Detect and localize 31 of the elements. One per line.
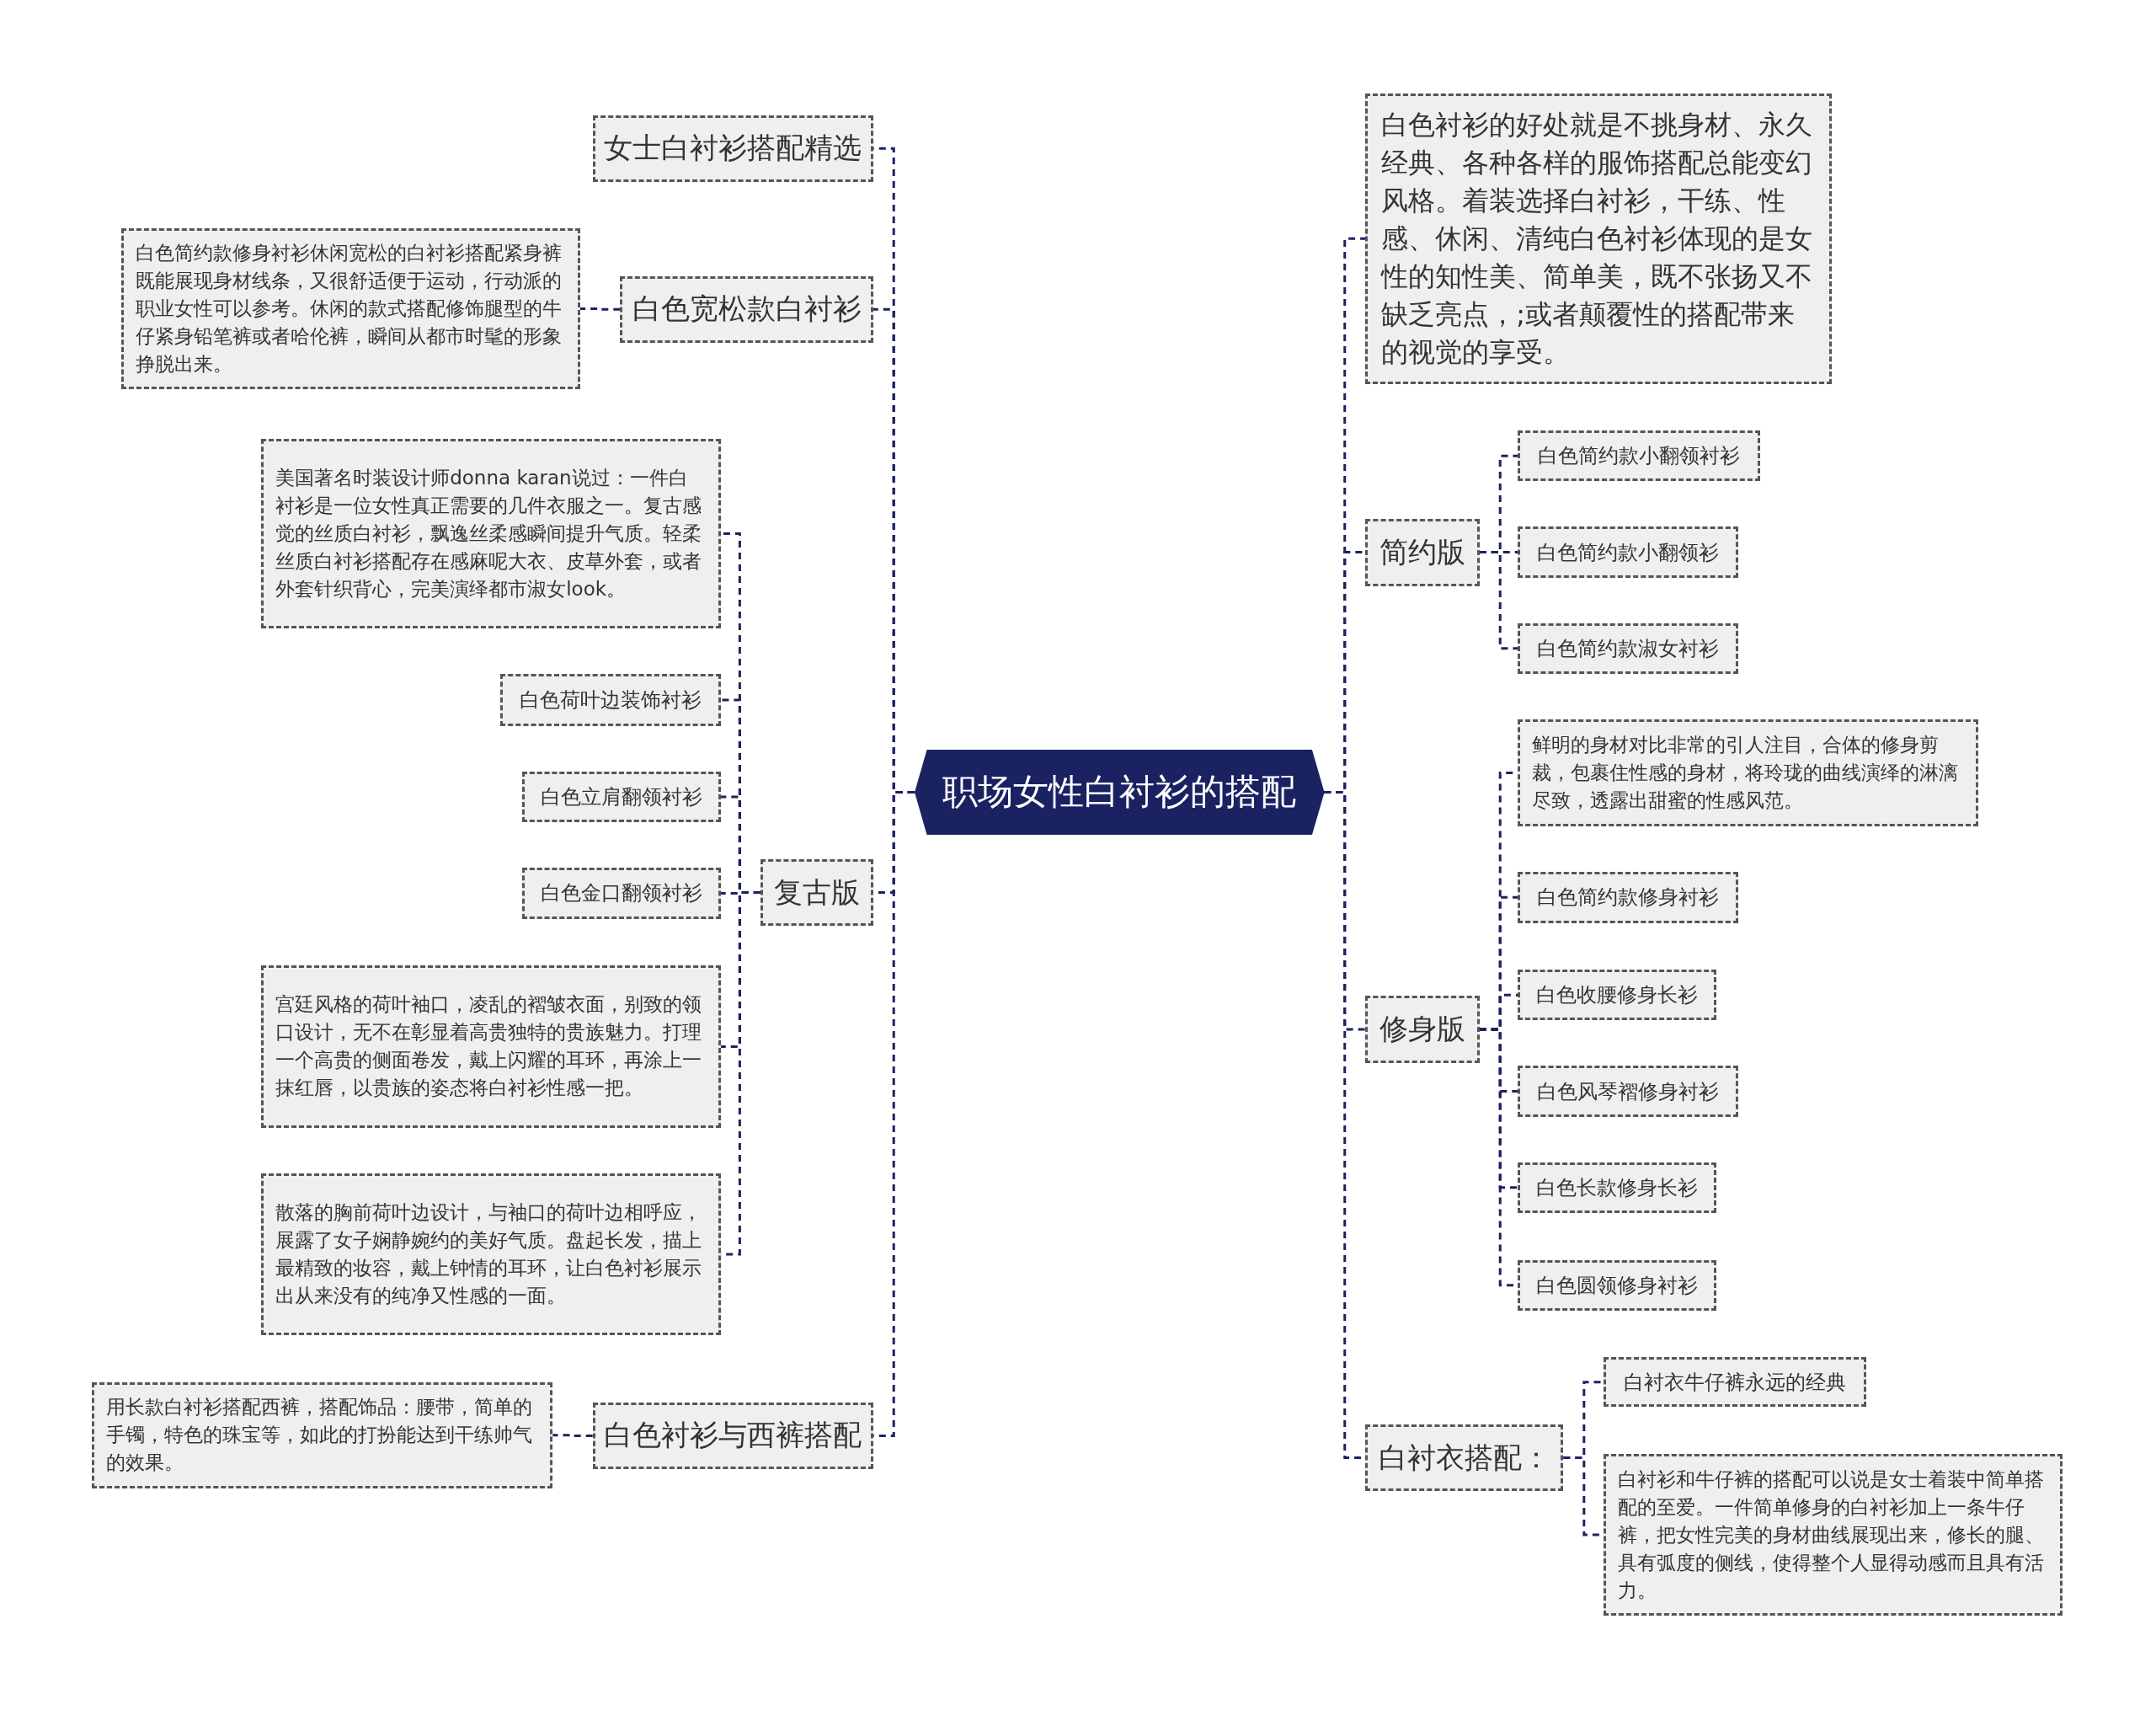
text-box: 散落的胸前荷叶边设计，与袖口的荷叶边相呼应，展露了女子娴静婉约的美好气质。盘起长发，描上最精致的妆容，戴上钟情的耳环，让白色衬衫展示出从来没有的纯净又性感的一面。 <box>261 1173 721 1336</box>
text-box: 宫廷风格的荷叶袖口，凌乱的褶皱衣面，别致的领口设计，无不在彰显着高贵独特的贵族魅力。打理一个高贵的侧面卷发，戴上闪耀的耳环，再涂上一抹红唇，以贵族的姿态将白衬衫性感一把。 <box>261 965 721 1128</box>
subtopic-box: 白色简约款淑女衬衫 <box>1518 623 1738 674</box>
topic-box: 白色宽松款白衬衫 <box>620 276 873 343</box>
subtopic-box: 白色圆领修身衬衫 <box>1518 1259 1716 1311</box>
text-box: 白色简约款修身衬衫休闲宽松的白衬衫搭配紧身裤既能展现身材线条，又很舒适便于运动，行动派的职业女性可以参考。休闲的款式搭配修饰腿型的牛仔紧身铅笔裤或者哈伦裤，瞬间从都市时髦的形象挣脱出来。 <box>120 228 580 390</box>
text-box: 鲜明的身材对比非常的引人注目，合体的修身剪裁，包裹住性感的身材，将玲珑的曲线演绎的淋漓尽致，透露出甜蜜的性感风范。 <box>1518 719 1979 827</box>
subtopic-box: 白色简约款小翻领衫 <box>1518 526 1738 578</box>
subtopic-box: 白色简约款小翻领衬衫 <box>1518 430 1760 482</box>
subtopic-box: 白色荷叶边装饰衬衫 <box>500 674 721 727</box>
connector-line <box>580 307 621 311</box>
text-box: 白衬衫和牛仔裤的搭配可以说是女士着装中简单搭配的至爱。一件简单修身的白衬衫加上一条牛仔裤，把女性完美的身材曲线展现出来，修长的腿、具有弧度的侧线，使得整个人显得动感而且具有活力。 <box>1603 1453 2063 1616</box>
subtopic-box: 白色长款修身长衫 <box>1518 1162 1716 1213</box>
topic-box: 女士白衬衫搭配精选 <box>592 115 873 182</box>
topic-box: 复古版 <box>760 859 873 926</box>
subtopic-box: 白色立肩翻领衬衫 <box>522 771 721 823</box>
topic-box: 修身版 <box>1365 996 1480 1064</box>
central-topic: 职场女性白衬衫的搭配 <box>914 749 1325 835</box>
subtopic-box: 白色收腰修身长衫 <box>1518 970 1716 1021</box>
subtopic-box: 白色风琴褶修身衬衫 <box>1518 1066 1738 1117</box>
text-box: 白色衬衫的好处就是不挑身材、永久经典、各种各样的服饰搭配总能变幻风格。着装选择白衬衫，干练、性感、休闲、清纯白色衬衫体现的是女性的知性美、简单美，既不张扬又不缺乏亮点，;或者颠覆性的搭配带来的视觉的享受。 <box>1365 94 1832 384</box>
connector-line <box>552 1434 593 1437</box>
topic-box: 简约版 <box>1365 518 1480 586</box>
topic-box: 白色衬衫与西裤搭配 <box>592 1403 873 1469</box>
subtopic-box: 白衬衣牛仔裤永远的经典 <box>1603 1357 1866 1408</box>
topic-box: 白衬衣搭配： <box>1365 1424 1564 1491</box>
subtopic-box: 白色简约款修身衬衫 <box>1518 872 1738 923</box>
connector-line <box>1479 551 1518 650</box>
text-box: 用长款白衬衫搭配西裤，搭配饰品：腰带，简单的手镯，特色的珠宝等，如此的打扮能达到干练帅气的效果。 <box>92 1381 553 1488</box>
subtopic-box: 白色金口翻领衬衫 <box>522 868 721 919</box>
text-box: 美国著名时装设计师donna karan说过：一件白衬衫是一位女性真正需要的几件衣服之一。复古感觉的丝质白衬衫，飘逸丝柔感瞬间提升气质。轻柔丝质白衬衫搭配存在感麻呢大衣、皮草外套，或者外套针织背心，完美演绎都市淑女look。 <box>261 438 721 629</box>
